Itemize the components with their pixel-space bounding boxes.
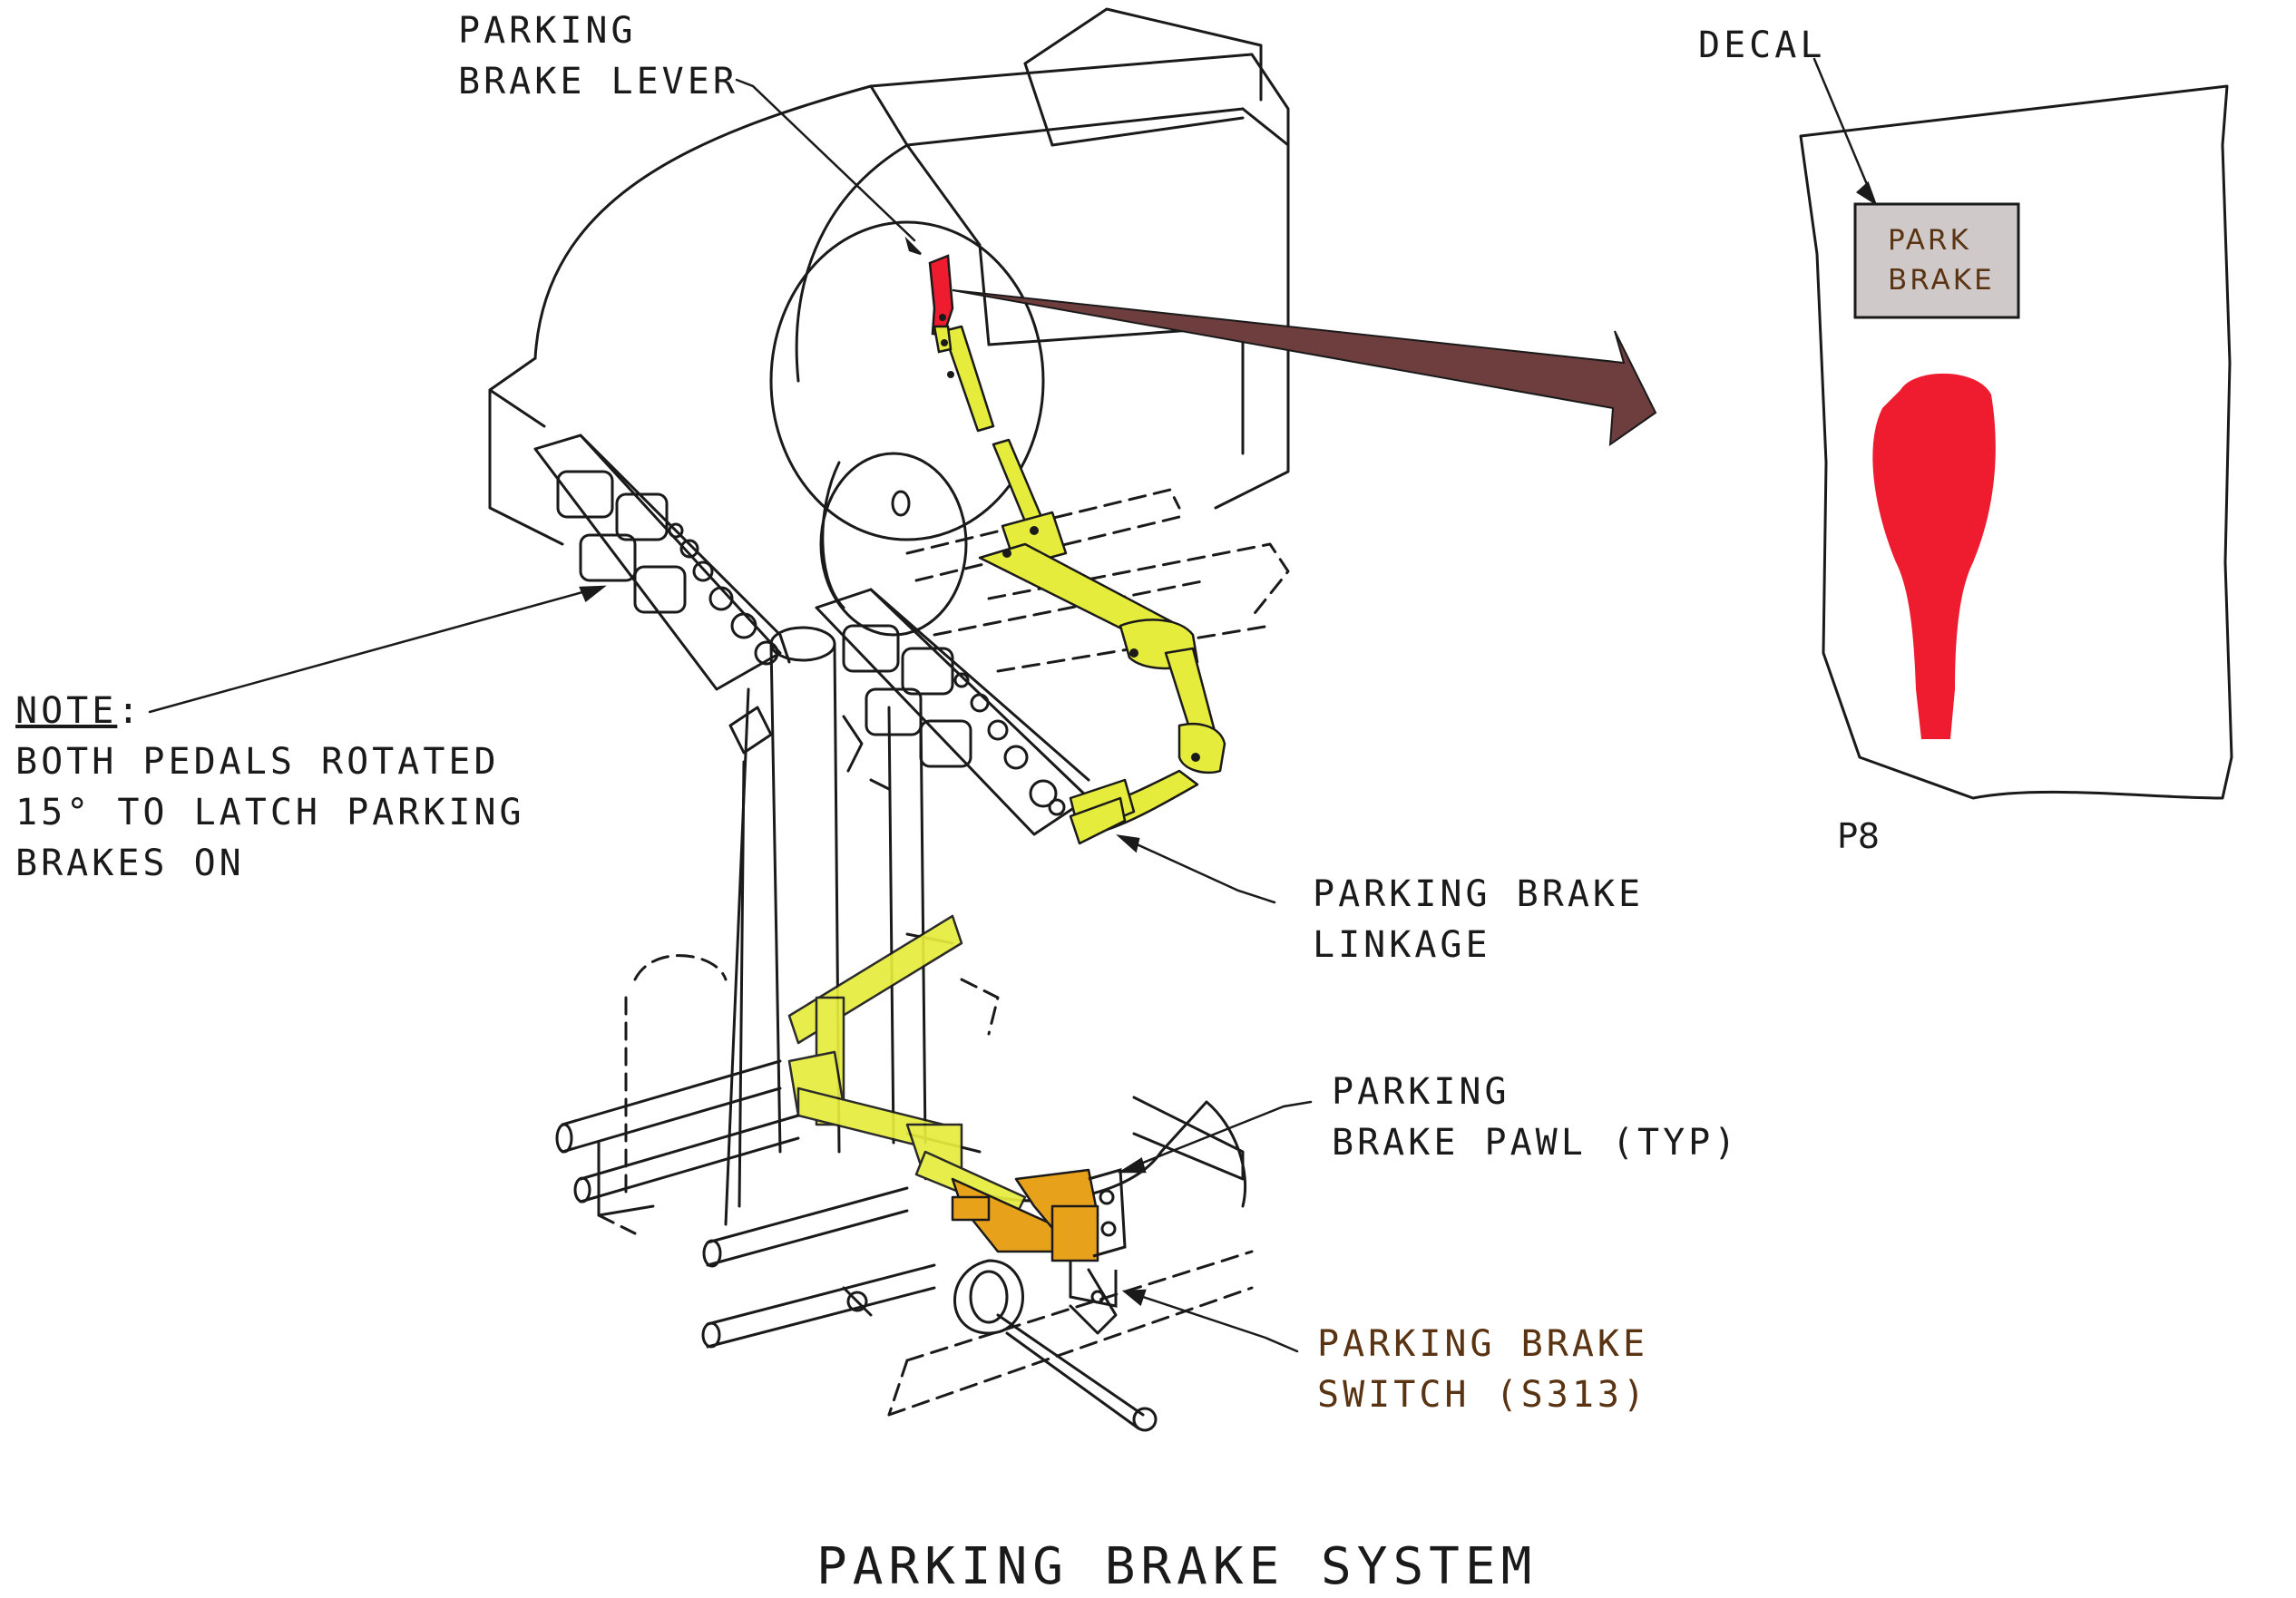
decal-text-line-1: PARK	[1888, 224, 1971, 257]
label-parking-brake-lever: PARKING BRAKE LEVER	[458, 5, 738, 107]
label-panel-p8: P8	[1837, 816, 1881, 856]
diagram-title: PARKING BRAKE SYSTEM	[816, 1537, 1538, 1596]
note-heading-colon: :	[117, 690, 143, 732]
label-switch-line-1: PARKING BRAKE	[1317, 1323, 1649, 1365]
decal-text: PARK BRAKE	[1888, 220, 1995, 300]
note-heading-text: NOTE	[15, 690, 118, 732]
pedal-hub	[769, 220, 1045, 637]
leader-decal	[1812, 57, 1875, 201]
decal-text-line-2: BRAKE	[1888, 264, 1995, 297]
label-parking-brake-linkage: PARKING BRAKE LINKAGE	[1313, 869, 1644, 970]
leader-pawl	[1123, 1100, 1313, 1172]
parking-brake-linkage-upper	[942, 325, 1226, 845]
p8-panel-outline	[1799, 84, 2233, 800]
leader-lever	[735, 78, 916, 242]
label-parking-brake-lever-line-2: BRAKE LEVER	[458, 61, 738, 102]
leader-linkage	[1123, 837, 1276, 904]
base-shafts	[555, 932, 1247, 1432]
leader-note	[148, 586, 601, 714]
label-pawl-line-2: BRAKE PAWL (TYP)	[1332, 1122, 1740, 1164]
label-linkage-line-1: PARKING BRAKE	[1313, 873, 1645, 915]
note-body-line-1: BOTH PEDALS ROTATED	[15, 741, 500, 783]
label-parking-brake-lever-line-1: PARKING	[458, 10, 637, 52]
label-parking-brake-pawl: PARKING BRAKE PAWL (TYP)	[1332, 1067, 1739, 1168]
right-rudder-pedal	[815, 588, 1090, 836]
label-linkage-line-2: LINKAGE	[1313, 924, 1491, 966]
left-rudder-pedal	[533, 434, 791, 691]
note-body-line-2: 15° TO LATCH PARKING	[15, 792, 525, 833]
note-heading: NOTE:	[15, 686, 525, 736]
p8-lever-handle	[1872, 373, 1996, 739]
note-block: NOTE: BOTH PEDALS ROTATED 15° TO LATCH PAR…	[15, 686, 525, 889]
label-decal: DECAL	[1698, 24, 1826, 66]
leader-switch	[1128, 1291, 1299, 1353]
parking-brake-pawl	[951, 1168, 1099, 1262]
note-body-line-3: BRAKES ON	[15, 843, 245, 884]
label-switch-line-2: SWITCH (S313)	[1317, 1374, 1649, 1416]
label-pawl-line-1: PARKING	[1332, 1071, 1510, 1113]
decal-plate	[1853, 202, 2020, 319]
parking-brake-lever-shape	[928, 254, 954, 354]
parking-brake-linkage-lower	[787, 914, 1027, 1217]
label-parking-brake-switch: PARKING BRAKE SWITCH (S313)	[1317, 1319, 1648, 1420]
callout-arrow	[952, 289, 1657, 447]
